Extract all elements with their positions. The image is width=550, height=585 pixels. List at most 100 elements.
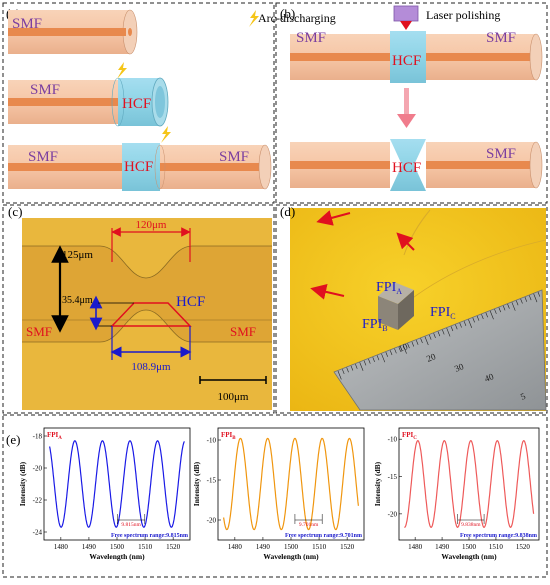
hcf-label-a3: HCF	[124, 159, 153, 175]
x-tick-label: 1510	[312, 543, 327, 551]
hcf-label-b1: HCF	[392, 53, 421, 69]
x-tick-label: 1520	[166, 543, 181, 551]
smf-label-b2-right: SMF	[486, 146, 516, 162]
smf-label-a3-left: SMF	[28, 149, 58, 165]
laser-polishing-label: Laser polishing	[426, 8, 500, 22]
dim-120um: 120μm	[136, 219, 167, 231]
smf-label-a3-right: SMF	[219, 149, 249, 165]
scale-bar-label: 100μm	[218, 391, 249, 403]
x-tick-label: 1510	[489, 543, 504, 551]
x-tick-label: 1500	[110, 543, 125, 551]
panel-a-border	[2, 2, 275, 204]
ruler-10: 10	[397, 341, 410, 354]
y-tick-label: -18	[33, 433, 43, 441]
fiber-smf-hcf-smf-row3	[8, 143, 272, 191]
dim-125um: 125μm	[62, 249, 93, 261]
fpi-c-label: FPIC	[430, 305, 456, 321]
ruler-20: 20	[425, 351, 438, 364]
ruler-30: 30	[453, 361, 466, 374]
spectrum-line	[404, 440, 535, 528]
hcf-label-b2: HCF	[392, 160, 421, 176]
y-axis-label: Intensity (dB)	[18, 461, 27, 506]
photo-arrow-2	[396, 232, 415, 251]
spectrum-line	[49, 440, 185, 528]
x-axis-label: Wavelength (nm)	[263, 552, 319, 561]
y-tick-label: -22	[33, 497, 43, 505]
panel-d: (d) 10 20 30 40 5 FPIA FPIB FPIC	[275, 204, 548, 414]
panel-d-border	[275, 204, 548, 414]
x-tick-label: 1480	[228, 543, 243, 551]
x-tick-label: 1480	[54, 543, 69, 551]
laser-head-icon	[393, 5, 419, 30]
smf-label-c-left: SMF	[26, 324, 52, 339]
fiber-smf-row1	[8, 9, 138, 55]
panel-d-label: (d)	[280, 204, 295, 219]
x-tick-label: 1490	[435, 543, 450, 551]
y-axis-label: Intensity (dB)	[192, 461, 201, 506]
cavity-outline	[110, 302, 192, 327]
panel-b-border	[275, 2, 548, 204]
fsr-annotation: Free spectrum range:9.701nm	[285, 533, 362, 539]
fsr-annotation: Free spectrum range:9.815nm	[111, 533, 188, 539]
fpi-b-label: FPIB	[362, 317, 388, 333]
smf-label-c-right: SMF	[230, 324, 256, 339]
chart-legend: FPIB	[221, 431, 236, 441]
spectrum-line	[223, 437, 359, 531]
panel-c-border	[2, 204, 275, 414]
fiber-b-bottom	[290, 139, 543, 191]
arc-lightning-icon-3	[161, 126, 171, 143]
y-tick-label: -15	[207, 477, 217, 485]
fsr-value-label: 9.815nm	[121, 522, 141, 528]
y-tick-label: -10	[388, 436, 398, 444]
photo-arrow-1	[316, 210, 351, 226]
x-tick-label: 1500	[284, 543, 299, 551]
y-tick-label: -24	[33, 529, 43, 537]
smf-label-b1-left: SMF	[296, 30, 326, 46]
spectrum-chart-2: 1480 1490 1500 1510 1520 -10 -15 -20 FPIB 9.701nm…	[192, 427, 365, 561]
hcf-label-c: HCF	[176, 294, 205, 310]
fiber-smf-hcf-row2	[8, 77, 169, 127]
micrograph-fiber	[22, 246, 272, 342]
y-tick-label: -20	[33, 465, 43, 473]
x-tick-label: 1490	[82, 543, 97, 551]
dim-35um: 35.4μm	[62, 295, 93, 306]
fpi-a-label: FPIA	[376, 280, 402, 296]
x-tick-label: 1500	[462, 543, 477, 551]
arc-discharging-label: Arc-discharging	[258, 11, 336, 25]
ruler-50: 5	[519, 391, 527, 402]
y-tick-label: -20	[207, 517, 217, 525]
x-tick-label: 1490	[256, 543, 271, 551]
fpi-cube	[378, 282, 414, 330]
arc-lightning-icon	[249, 10, 259, 27]
plot-frame	[217, 427, 365, 541]
fiber-b-top	[290, 31, 543, 83]
panel-e-label: (e)	[6, 432, 20, 447]
panel-e-border	[2, 414, 548, 578]
ruler-40: 40	[483, 371, 496, 384]
x-axis-label: Wavelength (nm)	[441, 552, 497, 561]
y-tick-label: -15	[388, 473, 398, 481]
y-tick-label: -20	[388, 510, 398, 518]
chart-legend: FPIC	[402, 431, 417, 441]
panel-c-label: (c)	[8, 204, 22, 219]
y-axis-label: Intensity (dB)	[373, 461, 382, 506]
panel-c: (c) 120μm 125μm 35.4μm HCF SMF SMF 108.9…	[2, 204, 275, 414]
x-axis-label: Wavelength (nm)	[89, 552, 145, 561]
plot-frame	[43, 427, 191, 541]
arc-lightning-icon-2	[117, 62, 127, 79]
y-tick-label: -10	[207, 437, 217, 445]
smf-label-a1: SMF	[12, 16, 42, 32]
smf-label-a2: SMF	[30, 82, 60, 98]
x-tick-label: 1520	[340, 543, 355, 551]
dim-108um: 108.9μm	[131, 361, 171, 373]
fsr-annotation: Free spectrum range:9.838nm	[460, 533, 537, 539]
fsr-value-label: 9.701nm	[299, 522, 319, 528]
fsr-value-label: 9.838nm	[461, 522, 481, 528]
photo-arrow-3	[310, 284, 345, 300]
